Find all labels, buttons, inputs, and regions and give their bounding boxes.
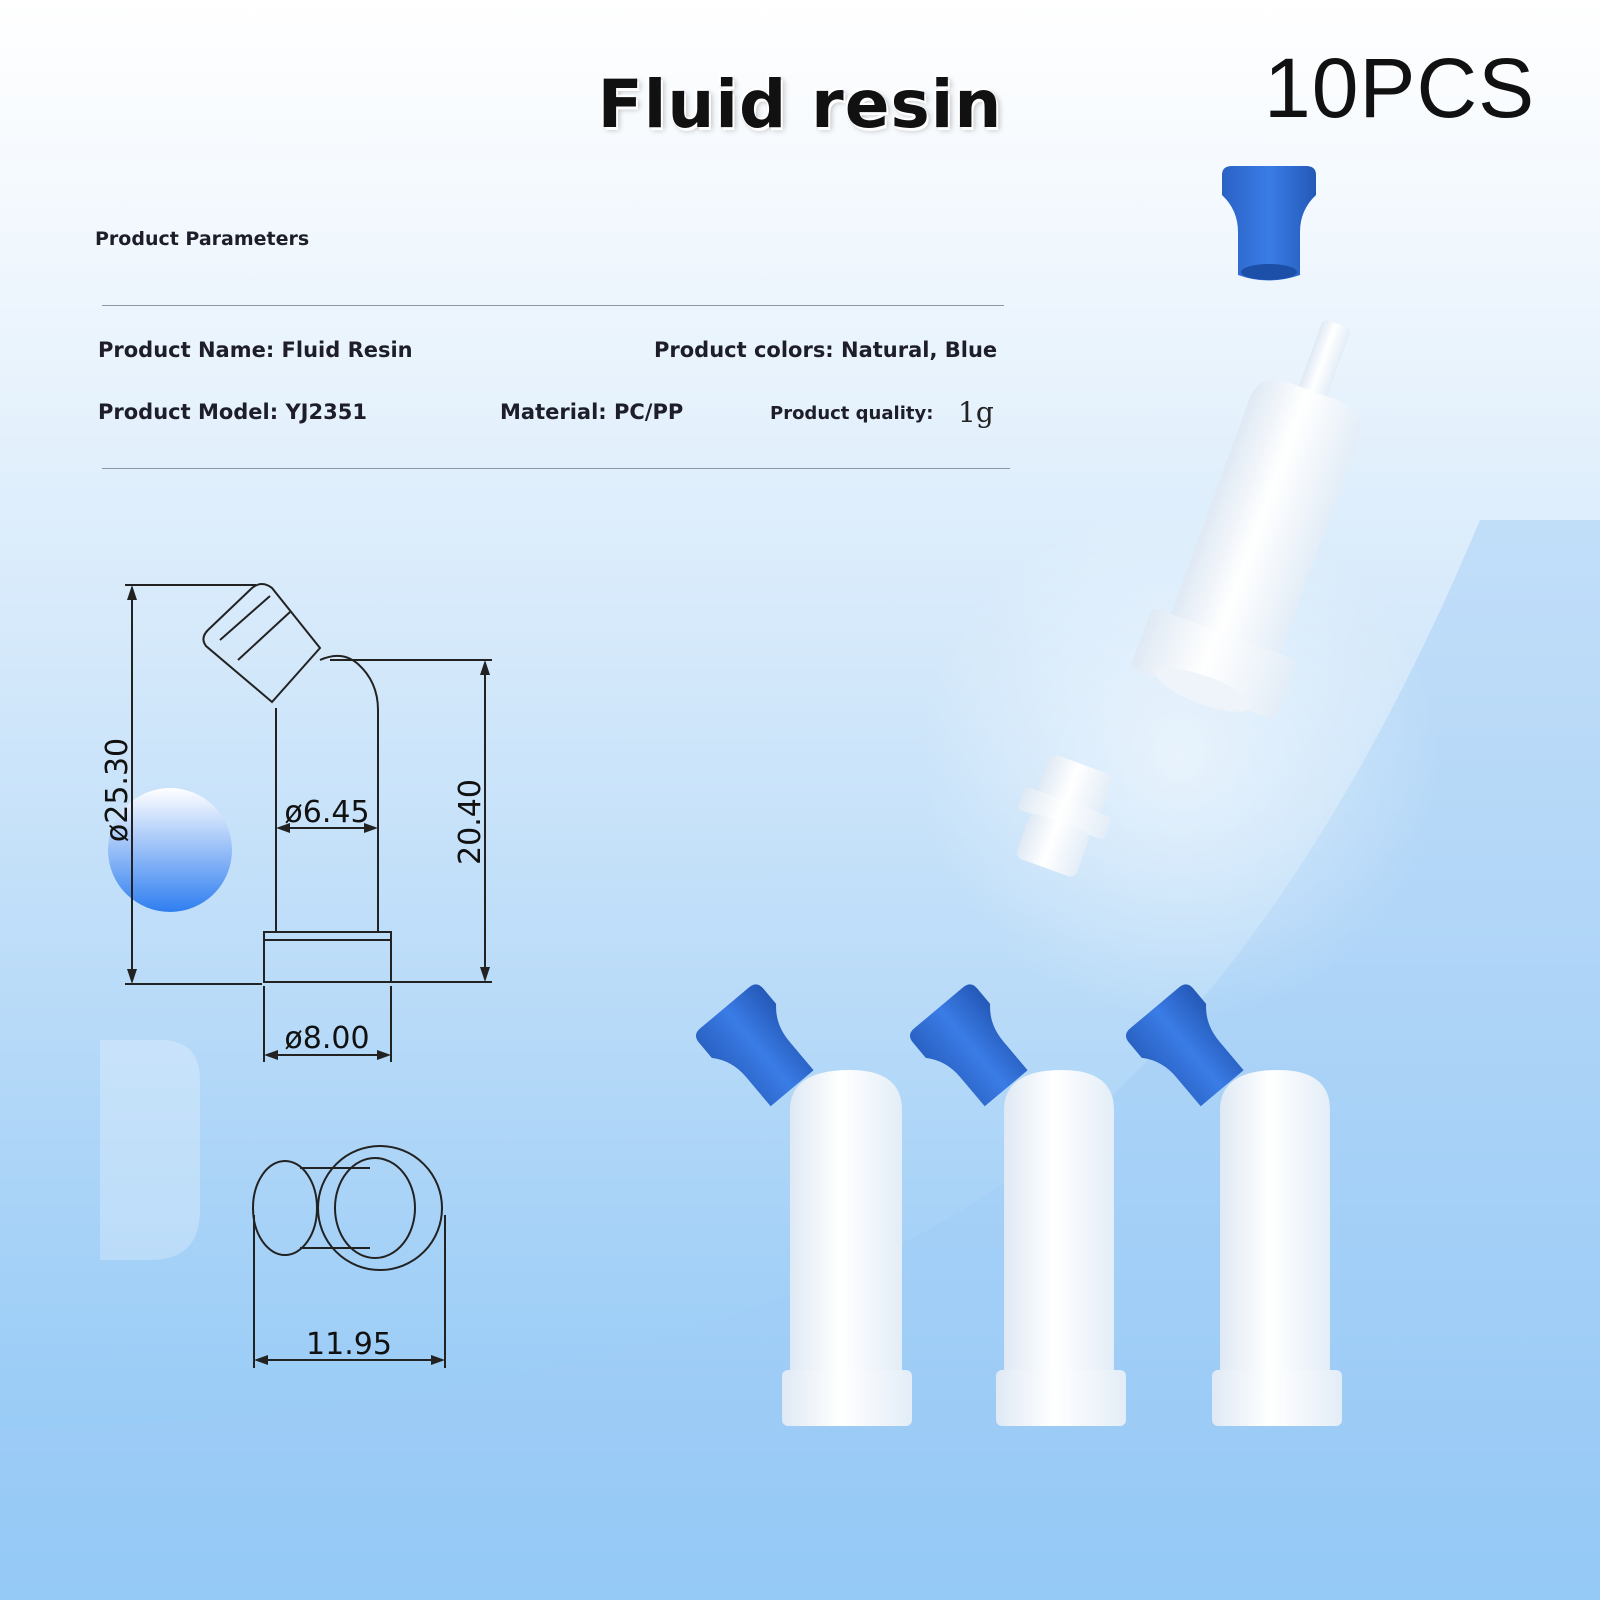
quantity-badge: 10PCS bbox=[1264, 41, 1536, 135]
dim-body-height: 20.40 bbox=[453, 779, 488, 865]
assembled-unit bbox=[909, 984, 1126, 1426]
drawing-body-right bbox=[319, 654, 379, 932]
decor-circle bbox=[108, 788, 232, 912]
params-heading: Product Parameters bbox=[95, 228, 310, 250]
assembled-unit bbox=[695, 984, 912, 1426]
dim-base-diameter: ø8.00 bbox=[284, 1021, 369, 1056]
product-colors: Product colors: Natural, Blue bbox=[654, 338, 998, 362]
page-title: Fluid resin bbox=[597, 66, 1003, 143]
product-material: Material: PC/PP bbox=[500, 400, 684, 424]
product-name: Product Name: Fluid Resin bbox=[98, 338, 413, 362]
exploded-plunger bbox=[1016, 755, 1112, 877]
product-quality-label: Product quality: bbox=[770, 403, 934, 424]
dim-overall-length: ø25.30 bbox=[100, 738, 135, 842]
product-quality-value: 1g bbox=[958, 396, 994, 429]
exploded-body bbox=[1132, 320, 1361, 719]
divider-top bbox=[102, 305, 1004, 306]
drawing-cap bbox=[202, 583, 322, 704]
topview-body-outer bbox=[317, 1145, 443, 1271]
divider-bottom bbox=[102, 468, 1010, 469]
drawing-base bbox=[263, 931, 392, 983]
dim-top-width: 11.95 bbox=[306, 1327, 392, 1362]
product-model: Product Model: YJ2351 bbox=[98, 400, 367, 424]
exploded-cap bbox=[1222, 166, 1316, 281]
dim-tube-diameter: ø6.45 bbox=[284, 795, 369, 830]
topview-body-inner bbox=[334, 1157, 416, 1259]
assembled-unit bbox=[1125, 984, 1342, 1426]
